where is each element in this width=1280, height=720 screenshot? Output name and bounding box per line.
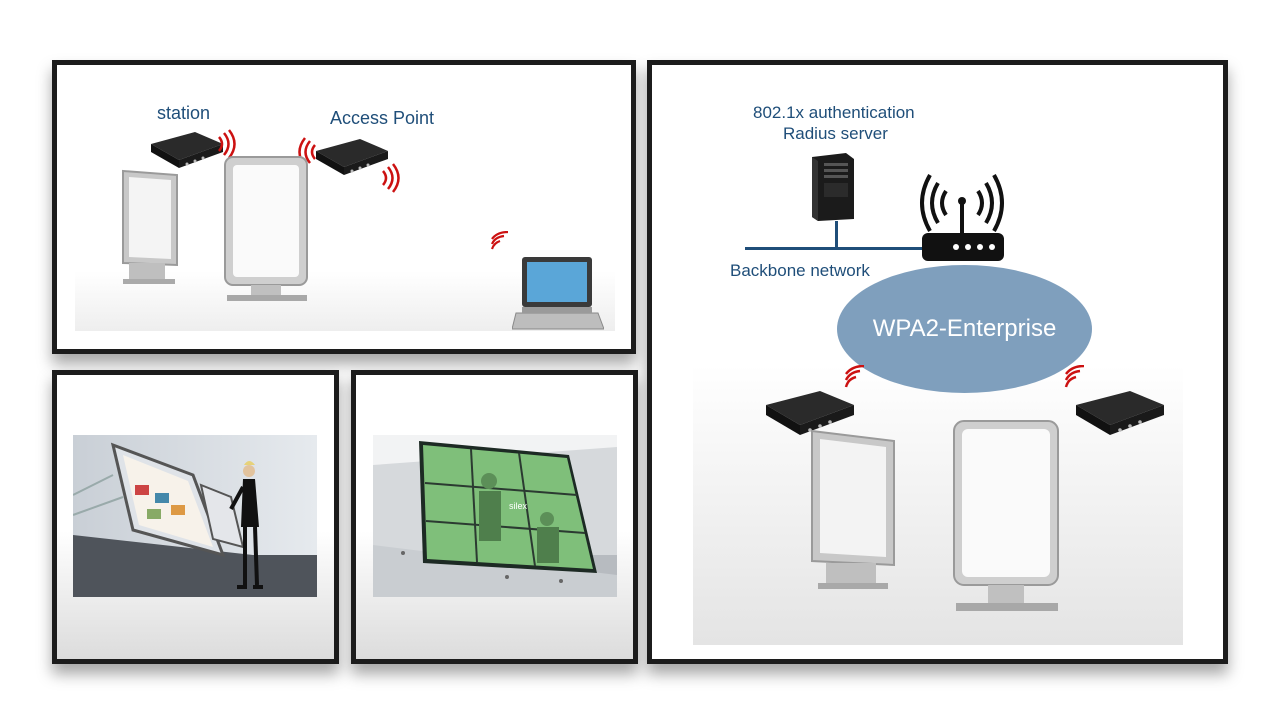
laptop-icon: [512, 257, 604, 330]
wifi-waves-icon: [218, 129, 236, 159]
server-drop-line: [835, 221, 838, 249]
wireless-adapter-icon: [1076, 391, 1164, 435]
signage-kiosk-icon: [953, 420, 1059, 611]
photo-interactive-kiosks: [73, 435, 317, 597]
auth-server-label-line2: Radius server: [783, 124, 888, 143]
wifi-waves-icon: [490, 231, 509, 250]
signage-kiosk-icon: [811, 429, 895, 589]
panel-video-wall-photo: silex: [351, 370, 638, 664]
wifi-waves-icon: [844, 365, 865, 388]
wireless-adapter-icon: [316, 139, 388, 175]
video-wall-brand-text: silex: [509, 501, 528, 511]
server-tower-icon: [812, 153, 854, 221]
wireless-adapter-icon: [151, 132, 223, 168]
photo-video-wall: silex: [373, 435, 617, 597]
panel-wpa2-enterprise: 802.1x authentication Radius server Back…: [647, 60, 1228, 664]
access-point-label: Access Point: [330, 108, 435, 128]
wifi-waves-icon: [1064, 365, 1085, 388]
wifi-waves-icon: [382, 163, 400, 193]
auth-server-label-line1: 802.1x authentication: [753, 103, 915, 122]
panel-station-access-point: station Access Point: [52, 60, 636, 354]
wireless-adapter-icon: [766, 391, 854, 435]
wpa2-enterprise-label: WPA2-Enterprise: [872, 315, 1057, 342]
router-icon: [920, 174, 1004, 261]
station-label: station: [157, 103, 211, 123]
wpa2-enterprise-ellipse: WPA2-Enterprise: [837, 265, 1092, 393]
signage-kiosk-icon: [224, 156, 308, 301]
signage-kiosk-icon: [122, 169, 178, 284]
panel-interactive-display-photo: [52, 370, 339, 664]
backbone-network-label: Backbone network: [730, 261, 870, 280]
